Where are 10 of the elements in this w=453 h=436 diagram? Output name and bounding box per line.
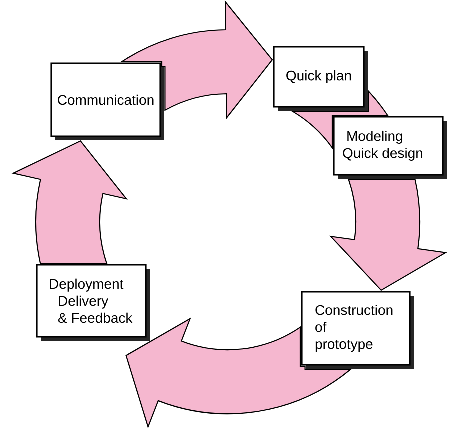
process-box: Deployment Delivery & Feedback bbox=[36, 264, 150, 341]
curved-arrow bbox=[126, 318, 352, 428]
curved-arrow bbox=[121, 1, 274, 119]
process-box: Quick plan bbox=[273, 46, 368, 111]
curved-arrow bbox=[12, 140, 128, 264]
process-box: Communication bbox=[50, 62, 164, 140]
curved-band bbox=[292, 90, 388, 149]
process-box: Modeling Quick design bbox=[333, 116, 447, 179]
curved-arrow bbox=[330, 179, 446, 292]
process-box: Construction of prototype bbox=[301, 291, 414, 369]
